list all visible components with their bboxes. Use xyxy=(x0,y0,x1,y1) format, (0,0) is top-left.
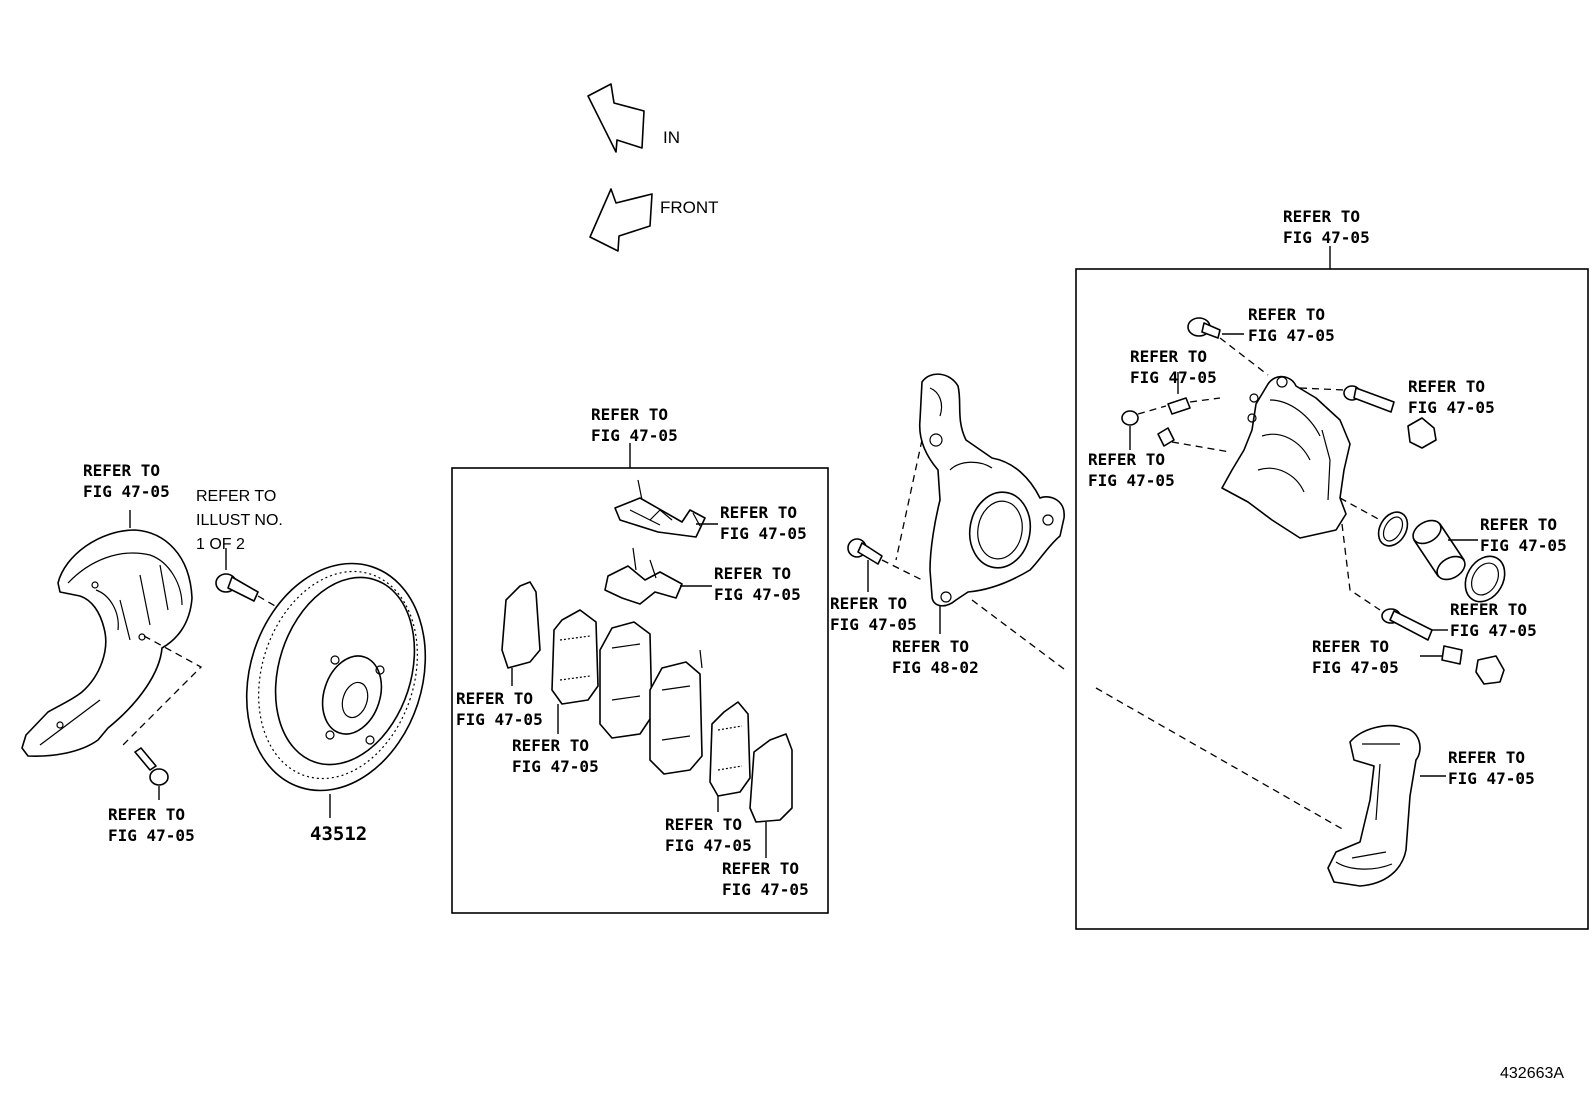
piston-boot xyxy=(1464,555,1506,603)
label-in: IN xyxy=(663,128,680,147)
label-front: FRONT xyxy=(660,198,719,217)
label-illust-3: 1 OF 2 xyxy=(196,536,245,553)
bleeder-plug xyxy=(1121,397,1191,426)
label-bracket-2: FIG 47-05 xyxy=(1448,769,1535,788)
shield-bolt xyxy=(134,747,169,786)
piston-seal xyxy=(1377,511,1409,547)
label-piston-2: FIG 47-05 xyxy=(1480,536,1567,555)
pin-boot-bottom xyxy=(1475,655,1505,685)
pad-kit-box xyxy=(451,467,829,914)
label-shield-top-1: REFER TO xyxy=(83,461,160,480)
label-pin-top-2: FIG 47-05 xyxy=(1408,398,1495,417)
knuckle-bolt xyxy=(847,538,883,565)
slide-pin-bottom xyxy=(1381,608,1433,641)
steering-knuckle xyxy=(918,373,1065,607)
label-knuckle-bolt-2: FIG 47-05 xyxy=(830,615,917,634)
label-illust-2: ILLUST NO. xyxy=(196,512,283,529)
label-clip-top-1: REFER TO xyxy=(720,503,797,522)
label-shim-far-1: REFER TO xyxy=(722,859,799,878)
piston xyxy=(1412,519,1466,581)
pad-support-clip-bottom xyxy=(604,547,683,605)
arrow-in-icon xyxy=(587,83,645,153)
arrow-front-icon xyxy=(589,188,653,252)
label-cal-bolt-1: REFER TO xyxy=(1248,305,1325,324)
label-shield-bottom-1: REFER TO xyxy=(108,805,185,824)
label-bleeder-2: FIG 47-05 xyxy=(1130,368,1217,387)
label-cap-2: FIG 47-05 xyxy=(1088,471,1175,490)
brake-pad-inner xyxy=(649,649,703,775)
illustration-id: 432663A xyxy=(1500,1065,1564,1082)
brake-pad-outer xyxy=(599,621,653,739)
label-shim-right-1: REFER TO xyxy=(665,815,742,834)
label-bushing-1: REFER TO xyxy=(1312,637,1389,656)
slide-pin-top xyxy=(1343,385,1395,413)
label-cap-1: REFER TO xyxy=(1088,450,1165,469)
label-knuckle-bolt-1: REFER TO xyxy=(830,594,907,613)
label-shim-left-1: REFER TO xyxy=(456,689,533,708)
caliper-assembly-box xyxy=(1075,268,1589,930)
label-clip-bottom-1: REFER TO xyxy=(714,564,791,583)
label-pin-bottom-2: FIG 47-05 xyxy=(1450,621,1537,640)
label-bushing-2: FIG 47-05 xyxy=(1312,658,1399,677)
pad-support-clip-top xyxy=(614,479,706,538)
outer-shim-left xyxy=(501,581,541,669)
part-number-rotor: 43512 xyxy=(310,823,367,845)
caliper-mounting-bracket xyxy=(1327,724,1421,887)
label-knuckle-1: REFER TO xyxy=(892,637,969,656)
label-padkit-2: FIG 47-05 xyxy=(591,426,678,445)
label-knuckle-2: FIG 48-02 xyxy=(892,658,979,677)
label-pin-top-1: REFER TO xyxy=(1408,377,1485,396)
label-shim-far-2: FIG 47-05 xyxy=(722,880,809,899)
caliper-bolt-top xyxy=(1187,317,1221,339)
label-caliper-box-1: REFER TO xyxy=(1283,207,1360,226)
pin-boot-top xyxy=(1407,417,1437,449)
bleeder-cap xyxy=(1157,427,1175,447)
label-shield-top-2: FIG 47-05 xyxy=(83,482,170,501)
label-shim-left-2: FIG 47-05 xyxy=(456,710,543,729)
caliper-body xyxy=(1221,375,1351,539)
label-shield-bottom-2: FIG 47-05 xyxy=(108,826,195,845)
inner-shim-far-right xyxy=(749,733,793,823)
label-bracket-1: REFER TO xyxy=(1448,748,1525,767)
hub-bolt xyxy=(215,573,259,602)
outer-shim-inner-left xyxy=(551,609,599,705)
inner-shim-right xyxy=(709,701,751,797)
label-shim-right-2: FIG 47-05 xyxy=(665,836,752,855)
brake-rotor xyxy=(245,562,427,792)
label-shim-mid-2: FIG 47-05 xyxy=(512,757,599,776)
label-cal-bolt-2: FIG 47-05 xyxy=(1248,326,1335,345)
label-clip-bottom-2: FIG 47-05 xyxy=(714,585,801,604)
label-piston-1: REFER TO xyxy=(1480,515,1557,534)
pin-bushing xyxy=(1441,645,1463,665)
label-shim-mid-1: REFER TO xyxy=(512,736,589,755)
label-padkit-1: REFER TO xyxy=(591,405,668,424)
label-pin-bottom-1: REFER TO xyxy=(1450,600,1527,619)
label-caliper-box-2: FIG 47-05 xyxy=(1283,228,1370,247)
label-illust-1: REFER TO xyxy=(196,488,276,505)
dust-shield xyxy=(21,529,193,757)
label-clip-top-2: FIG 47-05 xyxy=(720,524,807,543)
label-bleeder-1: REFER TO xyxy=(1130,347,1207,366)
